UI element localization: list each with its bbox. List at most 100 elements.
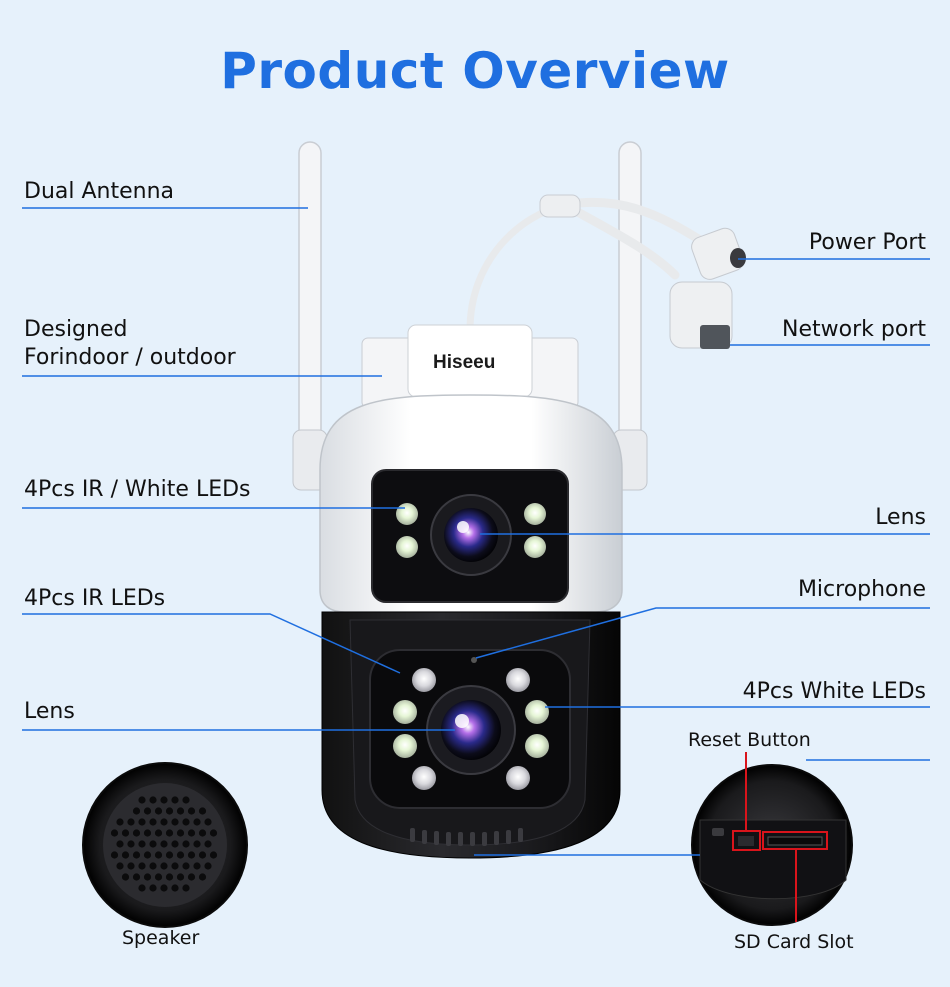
speaker-hole [138,884,146,892]
speaker-hole [138,818,146,826]
speaker-hole [204,862,212,870]
label-white-leds: 4Pcs White LEDs [742,679,926,704]
speaker-hole [198,829,207,837]
speaker-hole [138,840,146,848]
speaker-hole [165,851,174,859]
speaker-hole [132,851,141,859]
microphone-hole [471,657,477,663]
brand-logo: Hiseeu [433,352,496,373]
speaker-hole [160,840,168,848]
right-antenna [612,141,648,491]
speaker-hole [198,873,207,881]
speaker-hole [171,884,179,892]
speaker-hole [182,862,190,870]
speaker-hole [116,818,124,826]
label-network-port: Network port [782,317,926,342]
speaker-hole [209,851,218,859]
speaker-hole [143,851,152,859]
label-lens-left: Lens [24,699,75,724]
speaker-hole [182,840,190,848]
speaker-hole [198,851,207,859]
speaker-hole [143,873,152,881]
lower-white-leds [393,700,549,758]
top-white-leds [396,503,546,558]
speaker-hole [121,873,130,881]
power-cable [466,197,705,334]
speaker-hole [165,829,174,837]
speaker-hole [132,829,141,837]
speaker-hole [176,829,185,837]
label-lens-right: Lens [875,505,926,530]
speaker-hole [149,818,157,826]
power-connector [691,227,746,280]
label-reset-button: Reset Button [688,729,811,751]
speaker-hole [127,840,135,848]
speaker-hole [154,807,163,815]
speaker-hole [116,862,124,870]
speaker-hole [127,818,135,826]
speaker-hole [204,840,212,848]
red-callout-lines [745,752,797,922]
lower-lens [426,685,516,775]
speaker-hole [149,840,157,848]
network-connector [669,281,733,349]
speaker-hole [187,873,196,881]
speaker-hole [187,851,196,859]
speaker-hole [171,840,179,848]
speaker-hole [160,862,168,870]
speaker-hole [182,796,190,804]
speaker-hole [198,807,207,815]
speaker-hole [165,807,174,815]
speaker-hole [171,862,179,870]
leader-lines [22,207,930,856]
speaker-hole [165,873,174,881]
speaker-hole [116,840,124,848]
label-speaker: Speaker [122,927,200,949]
speaker-hole [193,818,201,826]
label-dual-antenna: Dual Antenna [24,179,174,204]
speaker-hole [149,862,157,870]
label-ir-leds: 4Pcs IR LEDs [24,586,166,611]
speaker-hole [154,851,163,859]
label-microphone: Microphone [797,577,926,602]
speaker-hole [132,873,141,881]
speaker-hole [187,829,196,837]
left-antenna [292,141,328,491]
speaker-hole [182,884,190,892]
speaker-hole [160,884,168,892]
speaker-hole [209,829,218,837]
page-title: Product Overview [220,42,730,100]
speaker-hole [160,796,168,804]
speaker-hole [182,818,190,826]
lower-ir-leds [412,668,530,790]
speaker-hole [176,807,185,815]
speaker-hole [176,851,185,859]
speaker-hole [149,884,157,892]
sd-card-detail [691,764,853,926]
label-designed-line2: Forindoor / outdoor [24,345,236,370]
speaker-hole [176,873,185,881]
speaker-hole [154,873,163,881]
speaker-hole [149,796,157,804]
speaker-hole [132,807,141,815]
label-power-port: Power Port [808,230,926,255]
speaker-hole [110,851,119,859]
speaker-hole [193,862,201,870]
speaker-hole [171,796,179,804]
speaker-hole [110,829,119,837]
label-sd-card-slot: SD Card Slot [734,931,854,953]
speaker-hole [160,818,168,826]
speaker-hole [138,796,146,804]
bottom-vents [410,828,523,846]
speaker-hole [204,818,212,826]
speaker-hole [138,862,146,870]
speaker-hole [193,840,201,848]
label-ir-white-leds: 4Pcs IR / White LEDs [24,477,251,502]
top-lens [430,494,512,576]
speaker-hole [121,829,130,837]
speaker-hole [171,818,179,826]
speaker-hole [143,807,152,815]
speaker-detail [82,762,248,928]
